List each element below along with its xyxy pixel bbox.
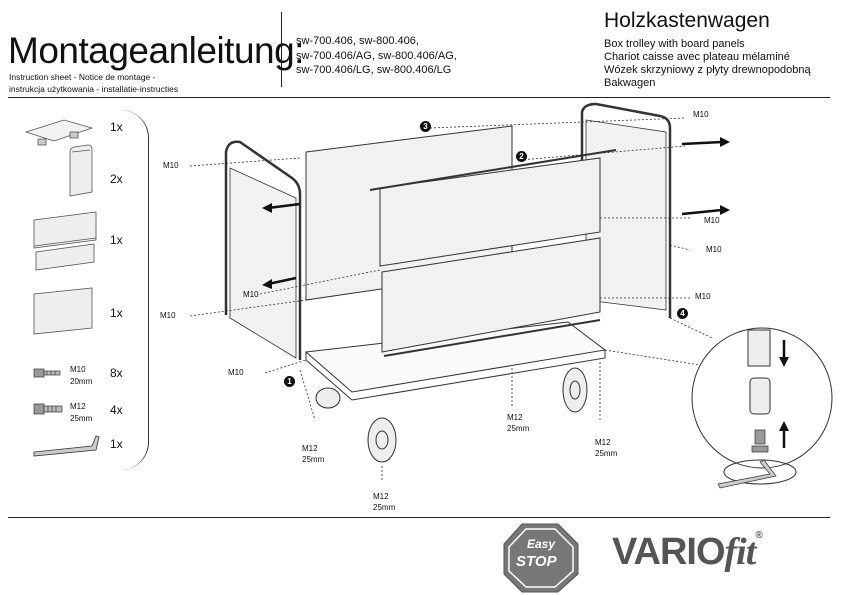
logo-vario-text: VARIO [612,531,726,573]
bolt-label: M12 [302,444,318,453]
bolt-label: M12 [507,413,523,422]
bolt-label: M10 [693,110,709,119]
bolt-label: M10 [695,292,711,301]
logo-fit-text: fit [724,531,757,573]
step-number: 2 [516,151,527,162]
bolt-label: M10 [706,245,722,254]
part-qty: 8x [110,366,123,380]
subtitle-line-2: instrukcja użytkowania - installatie-ins… [9,84,179,94]
translation-pl: Wózek skrzyniowy z płyty drewnopodobną [604,64,811,76]
bolt-label: M12 [595,438,611,447]
variofit-logo: VARIOfit® [612,530,763,574]
bolt-label: M10 [160,311,176,320]
bolt-length-label: 25mm [302,455,325,464]
bolt-label: M10 [243,290,259,299]
right-side-frame [580,102,672,318]
caster-wheel [315,367,588,463]
step-number: 3 [420,121,431,132]
allen-key-icon [33,435,100,457]
bolt-length-label: 25mm [373,503,396,512]
part-qty: 1x [110,120,123,134]
translation-en: Box trolley with board panels [604,38,745,50]
model-list: sw-700.406, sw-800.406, sw-700.406/AG, s… [296,34,457,78]
bolt-m12-icon [33,403,63,415]
model-line: sw-700.406/AG, sw-800.406/AG, [296,49,457,62]
bolt-label: M10 [704,216,720,225]
model-line: sw-700.406/LG, sw-800.406/LG [296,64,452,76]
bolt-label: M10 [228,368,244,377]
part-qty: 4x [110,403,123,417]
footer-rule [8,517,830,518]
long-panel-single-icon [33,287,93,335]
step-number: 1 [284,376,295,387]
part-size-label: M10 [70,365,86,374]
header-rule [8,97,830,98]
bolt-label: M10 [163,161,179,170]
direction-arrow [262,137,730,289]
translation-nl: Bakwagen [604,77,656,89]
model-line: sw-700.406, sw-800.406, [296,35,419,47]
registered-mark: ® [755,530,762,541]
product-name: Holzkastenwagen [604,9,770,32]
part-length-label: 25mm [70,414,93,423]
part-size-label: M12 [70,402,86,411]
part-qty: 1x [110,233,123,247]
header-divider [281,12,282,87]
part-qty: 2x [110,172,123,186]
step-number: 4 [677,308,688,319]
parts-list-panel [8,110,149,470]
bolt-length-label: 25mm [507,424,530,433]
front-panel-lower [381,237,601,353]
detail-bolt [751,429,769,453]
subtitle-line-1: Instruction sheet - Notice de montage - [9,72,156,82]
side-frame-icon [69,144,93,197]
part-qty: 1x [110,306,123,320]
easy-stop-text-top: Easy [527,537,556,551]
trolley-base-icon [24,119,94,146]
detail-allen-key [717,459,777,489]
part-length-label: 20mm [70,377,93,386]
long-panel-double-icon [33,211,97,271]
left-side-frame [224,140,302,360]
bolt-m10-icon [33,368,61,378]
easy-stop-text-bottom: STOP [516,553,557,570]
front-panel-upper [379,157,601,267]
part-qty: 1x [110,437,123,451]
detail-tube [747,329,771,415]
detail-arrow [779,340,789,448]
page-title: Montageanleitung: [8,30,304,71]
bolt-length-label: 25mm [595,449,618,458]
bolt-label: M12 [373,492,389,501]
translation-fr: Chariot caisse avec plateau mélaminé [604,51,790,63]
